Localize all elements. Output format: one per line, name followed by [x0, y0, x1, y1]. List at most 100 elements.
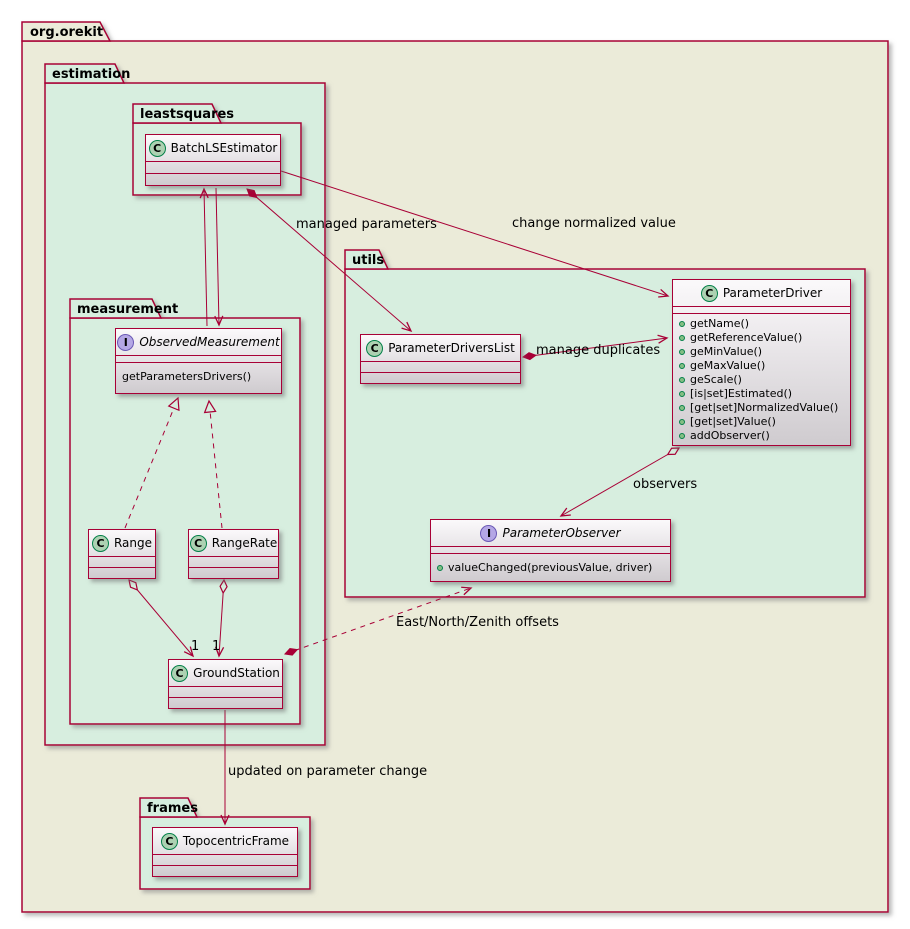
visibility-dot-icon [679, 349, 685, 355]
class-name: GroundStation [193, 666, 280, 680]
class-name: ParameterDriver [722, 286, 823, 300]
method-label: geScale() [690, 373, 742, 386]
visibility-dot-icon [679, 377, 685, 383]
package-label-leastsquares: leastsquares [140, 107, 235, 122]
package-label-frames: frames [147, 801, 198, 816]
class-icon: C [366, 339, 384, 357]
visibility-dot-icon [437, 565, 443, 571]
class-title: C GroundStation [169, 660, 282, 686]
edge-rangerate-implements-observedmeasurement [203, 399, 223, 529]
class-icon: C [91, 534, 109, 552]
edge-label-updated-on-parameter-change: updated on parameter change [228, 764, 428, 779]
edge-range-groundstation [129, 580, 193, 656]
class-name: TopocentricFrame [182, 834, 290, 848]
package-label-utils: utils [352, 253, 385, 268]
method-row: geMaxValue() [679, 359, 844, 373]
fields-compartment [89, 556, 155, 567]
class-title: C Range [89, 530, 155, 556]
class-icon: C [148, 139, 166, 157]
methods-compartment: getParametersDrivers() [116, 362, 281, 393]
visibility-dot-icon [679, 391, 685, 397]
edge-label-manage-duplicates: manage duplicates [536, 343, 661, 358]
method-row: [get|set]NormalizedValue() [679, 401, 844, 415]
package-label-org-orekit: org.orekit [30, 25, 104, 40]
visibility-dot-icon [679, 419, 685, 425]
edge-observers [561, 448, 679, 516]
fields-compartment [169, 686, 282, 697]
method-row: addObserver() [679, 429, 844, 443]
edge-rangerate-groundstation [219, 580, 224, 656]
class-name: RangeRate [211, 536, 278, 550]
edge-label-observers: observers [633, 477, 698, 492]
method-label: valueChanged(previousValue, driver) [448, 561, 653, 574]
visibility-dot-icon [679, 433, 685, 439]
class-observedmeasurement: I ObservedMeasurement getParametersDrive… [115, 328, 282, 394]
package-label-measurement: measurement [77, 302, 179, 317]
method-label: addObserver() [690, 429, 770, 442]
method-row: [get|set]Value() [679, 415, 844, 429]
diagram-edges [124, 170, 679, 826]
edge-label-east-north-zenith-offsets: East/North/Zenith offsets [396, 615, 559, 630]
class-range: C Range [88, 529, 156, 579]
methods-compartment: valueChanged(previousValue, driver) [431, 553, 670, 581]
edge-managed-parameters [247, 189, 411, 331]
class-parameterdriverslist: C ParameterDriversList [360, 334, 521, 384]
method-label: getReferenceValue() [690, 331, 803, 344]
multiplicity-rangerate-groundstation: 1 [212, 639, 221, 654]
class-icon: C [189, 534, 207, 552]
visibility-dot-icon [679, 335, 685, 341]
fields-compartment [116, 355, 281, 362]
edge-range-implements-observedmeasurement [124, 396, 180, 529]
fields-compartment [361, 361, 520, 372]
fields-compartment [673, 306, 850, 313]
class-title: C ParameterDriver [673, 280, 850, 306]
class-name: ObservedMeasurement [139, 335, 280, 349]
class-icon: C [160, 832, 178, 850]
method-label: getParametersDrivers() [122, 370, 252, 383]
method-row: valueChanged(previousValue, driver) [437, 557, 664, 575]
class-name: ParameterObserver [502, 526, 621, 540]
fields-compartment [431, 546, 670, 553]
method-label: [is|set]Estimated() [690, 387, 793, 400]
visibility-dot-icon [679, 405, 685, 411]
methods-compartment [153, 865, 297, 876]
fields-compartment [146, 161, 280, 173]
edge-manage-duplicates [523, 338, 667, 357]
edge-change-normalized-value [280, 170, 670, 298]
class-parameterobserver: I ParameterObserver valueChanged(previou… [430, 519, 671, 582]
method-label: [get|set]NormalizedValue() [690, 401, 839, 414]
method-label: getName() [690, 317, 750, 330]
class-parameterdriver: C ParameterDriver getName() getReference… [672, 279, 851, 446]
class-name: Range [113, 536, 153, 550]
class-icon: C [700, 284, 718, 302]
edge-batchlsestimator-observedmeasurement [214, 187, 224, 327]
class-rangerate: C RangeRate [188, 529, 279, 579]
class-groundstation: C GroundStation [168, 659, 283, 709]
class-topocentricframe: C TopocentricFrame [152, 827, 298, 877]
class-title: C BatchLSEstimator [146, 135, 280, 161]
methods-compartment [361, 372, 520, 383]
edge-label-managed-parameters: managed parameters [296, 217, 437, 232]
edge-observedmeasurement-batchlsestimator [199, 187, 209, 327]
package-label-estimation: estimation [52, 67, 131, 82]
method-row: [is|set]Estimated() [679, 387, 844, 401]
edge-label-change-normalized-value: change normalized value [512, 216, 676, 231]
edge-east-north-zenith-offsets [285, 588, 471, 654]
method-label: geMinValue() [690, 345, 763, 358]
method-row: getReferenceValue() [679, 331, 844, 345]
fields-compartment [153, 854, 297, 865]
methods-compartment [146, 173, 280, 185]
methods-compartment [89, 567, 155, 578]
methods-compartment [189, 567, 278, 578]
methods-compartment [169, 697, 282, 708]
class-name: BatchLSEstimator [170, 141, 278, 155]
class-title: I ObservedMeasurement [116, 329, 281, 355]
method-row: geMinValue() [679, 345, 844, 359]
class-title: I ParameterObserver [431, 520, 670, 546]
visibility-dot-icon [679, 363, 685, 369]
class-title: C TopocentricFrame [153, 828, 297, 854]
interface-icon: I [480, 524, 498, 542]
method-row: geScale() [679, 373, 844, 387]
